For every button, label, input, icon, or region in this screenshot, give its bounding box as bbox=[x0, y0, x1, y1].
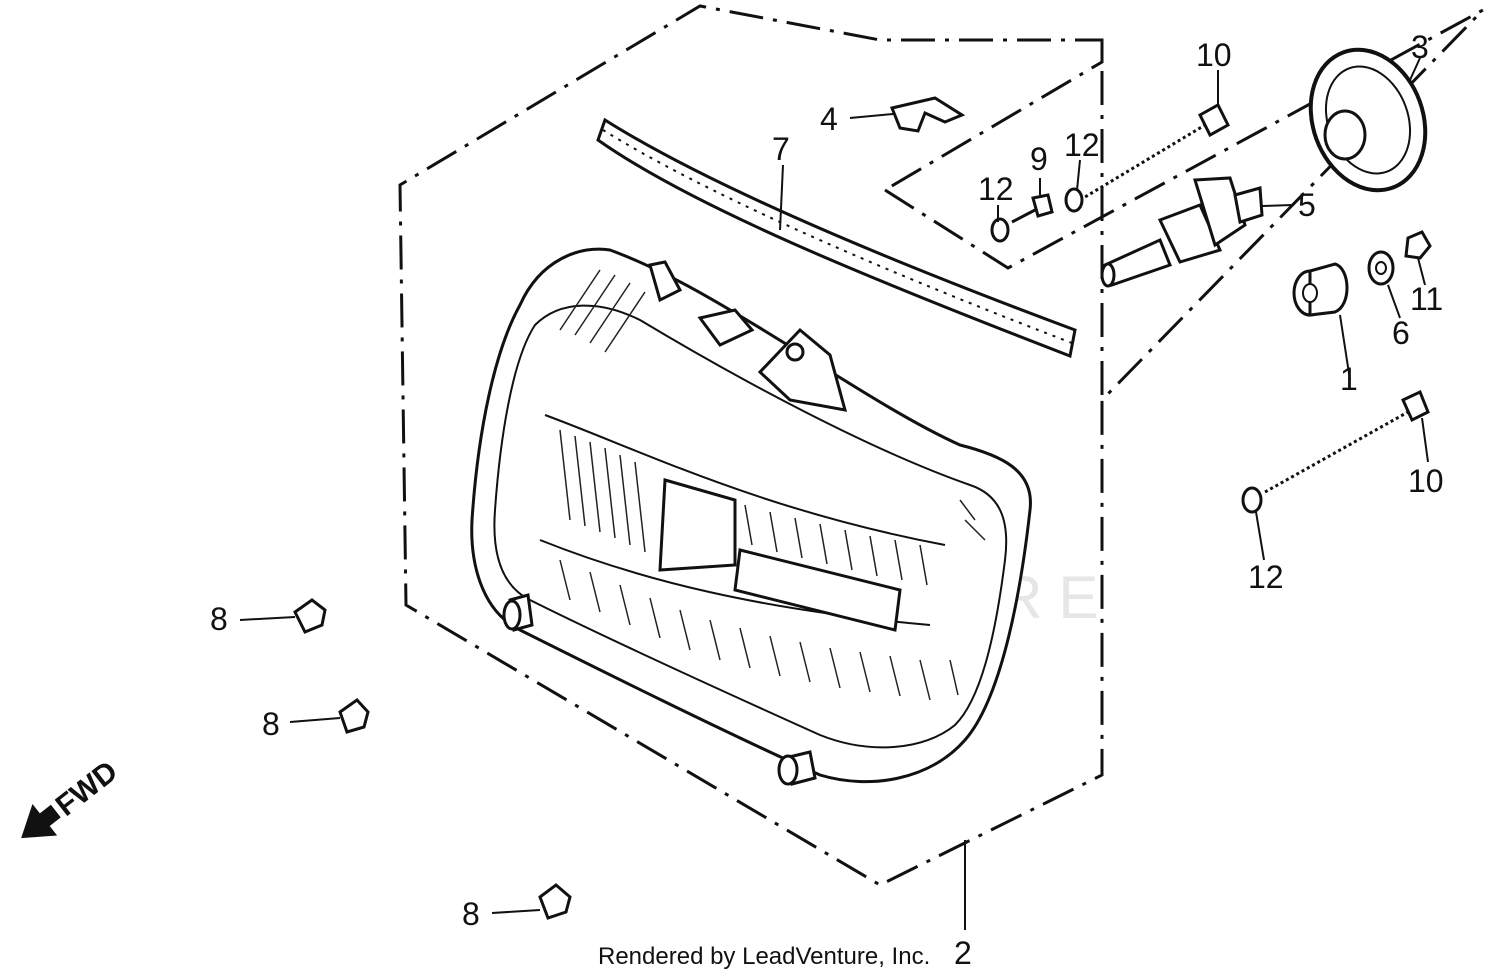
callout-12-b: 12 bbox=[1064, 127, 1100, 163]
part-3-bulb-cover bbox=[1308, 47, 1428, 193]
callout-labels: 1 2 3 4 5 6 7 8 8 8 9 10 10 11 12 12 12 bbox=[210, 29, 1444, 971]
part-6-washer bbox=[1367, 250, 1395, 286]
part-2-headlight bbox=[470, 247, 1032, 786]
part-11-nut bbox=[1404, 230, 1432, 260]
part-5-bulb bbox=[1100, 176, 1264, 288]
part-10-screw-right bbox=[1264, 389, 1430, 494]
lens-hatching bbox=[559, 269, 986, 701]
part-12-washers bbox=[990, 187, 1263, 514]
callout-1: 1 bbox=[1340, 361, 1358, 397]
credit-text: Rendered by LeadVenture, Inc. bbox=[598, 943, 930, 970]
callout-6: 6 bbox=[1392, 315, 1410, 351]
part-7-seal-strip bbox=[596, 117, 1077, 359]
callout-8-b: 8 bbox=[262, 706, 280, 742]
callout-12-c: 12 bbox=[1248, 559, 1284, 595]
callout-10-top: 10 bbox=[1196, 37, 1232, 73]
part-4-clip bbox=[889, 96, 966, 133]
callout-3: 3 bbox=[1411, 29, 1429, 65]
callout-8-a: 8 bbox=[210, 601, 228, 637]
callout-9: 9 bbox=[1030, 141, 1048, 177]
callout-8-c: 8 bbox=[462, 896, 480, 932]
fwd-arrow: FWD bbox=[21, 755, 124, 839]
fwd-arrow-icon bbox=[21, 803, 61, 839]
leader-lines bbox=[239, 57, 1429, 930]
callout-7: 7 bbox=[772, 131, 790, 167]
callout-11: 11 bbox=[1410, 281, 1443, 317]
callout-10-right: 10 bbox=[1408, 463, 1444, 499]
assembly-outline bbox=[398, 4, 1485, 887]
callout-4: 4 bbox=[820, 101, 838, 137]
callout-5: 5 bbox=[1298, 187, 1316, 223]
part-10-screw-top bbox=[1079, 102, 1230, 202]
part-1-grommet bbox=[1292, 262, 1349, 317]
callout-12-a: 12 bbox=[978, 171, 1014, 207]
part-8-fastener-1 bbox=[293, 598, 327, 634]
fwd-label: FWD bbox=[50, 755, 124, 823]
part-8-fastener-3 bbox=[538, 883, 572, 920]
part-8-fastener-2 bbox=[338, 698, 370, 734]
callout-2: 2 bbox=[954, 935, 972, 971]
part-9-screw bbox=[1011, 193, 1054, 224]
